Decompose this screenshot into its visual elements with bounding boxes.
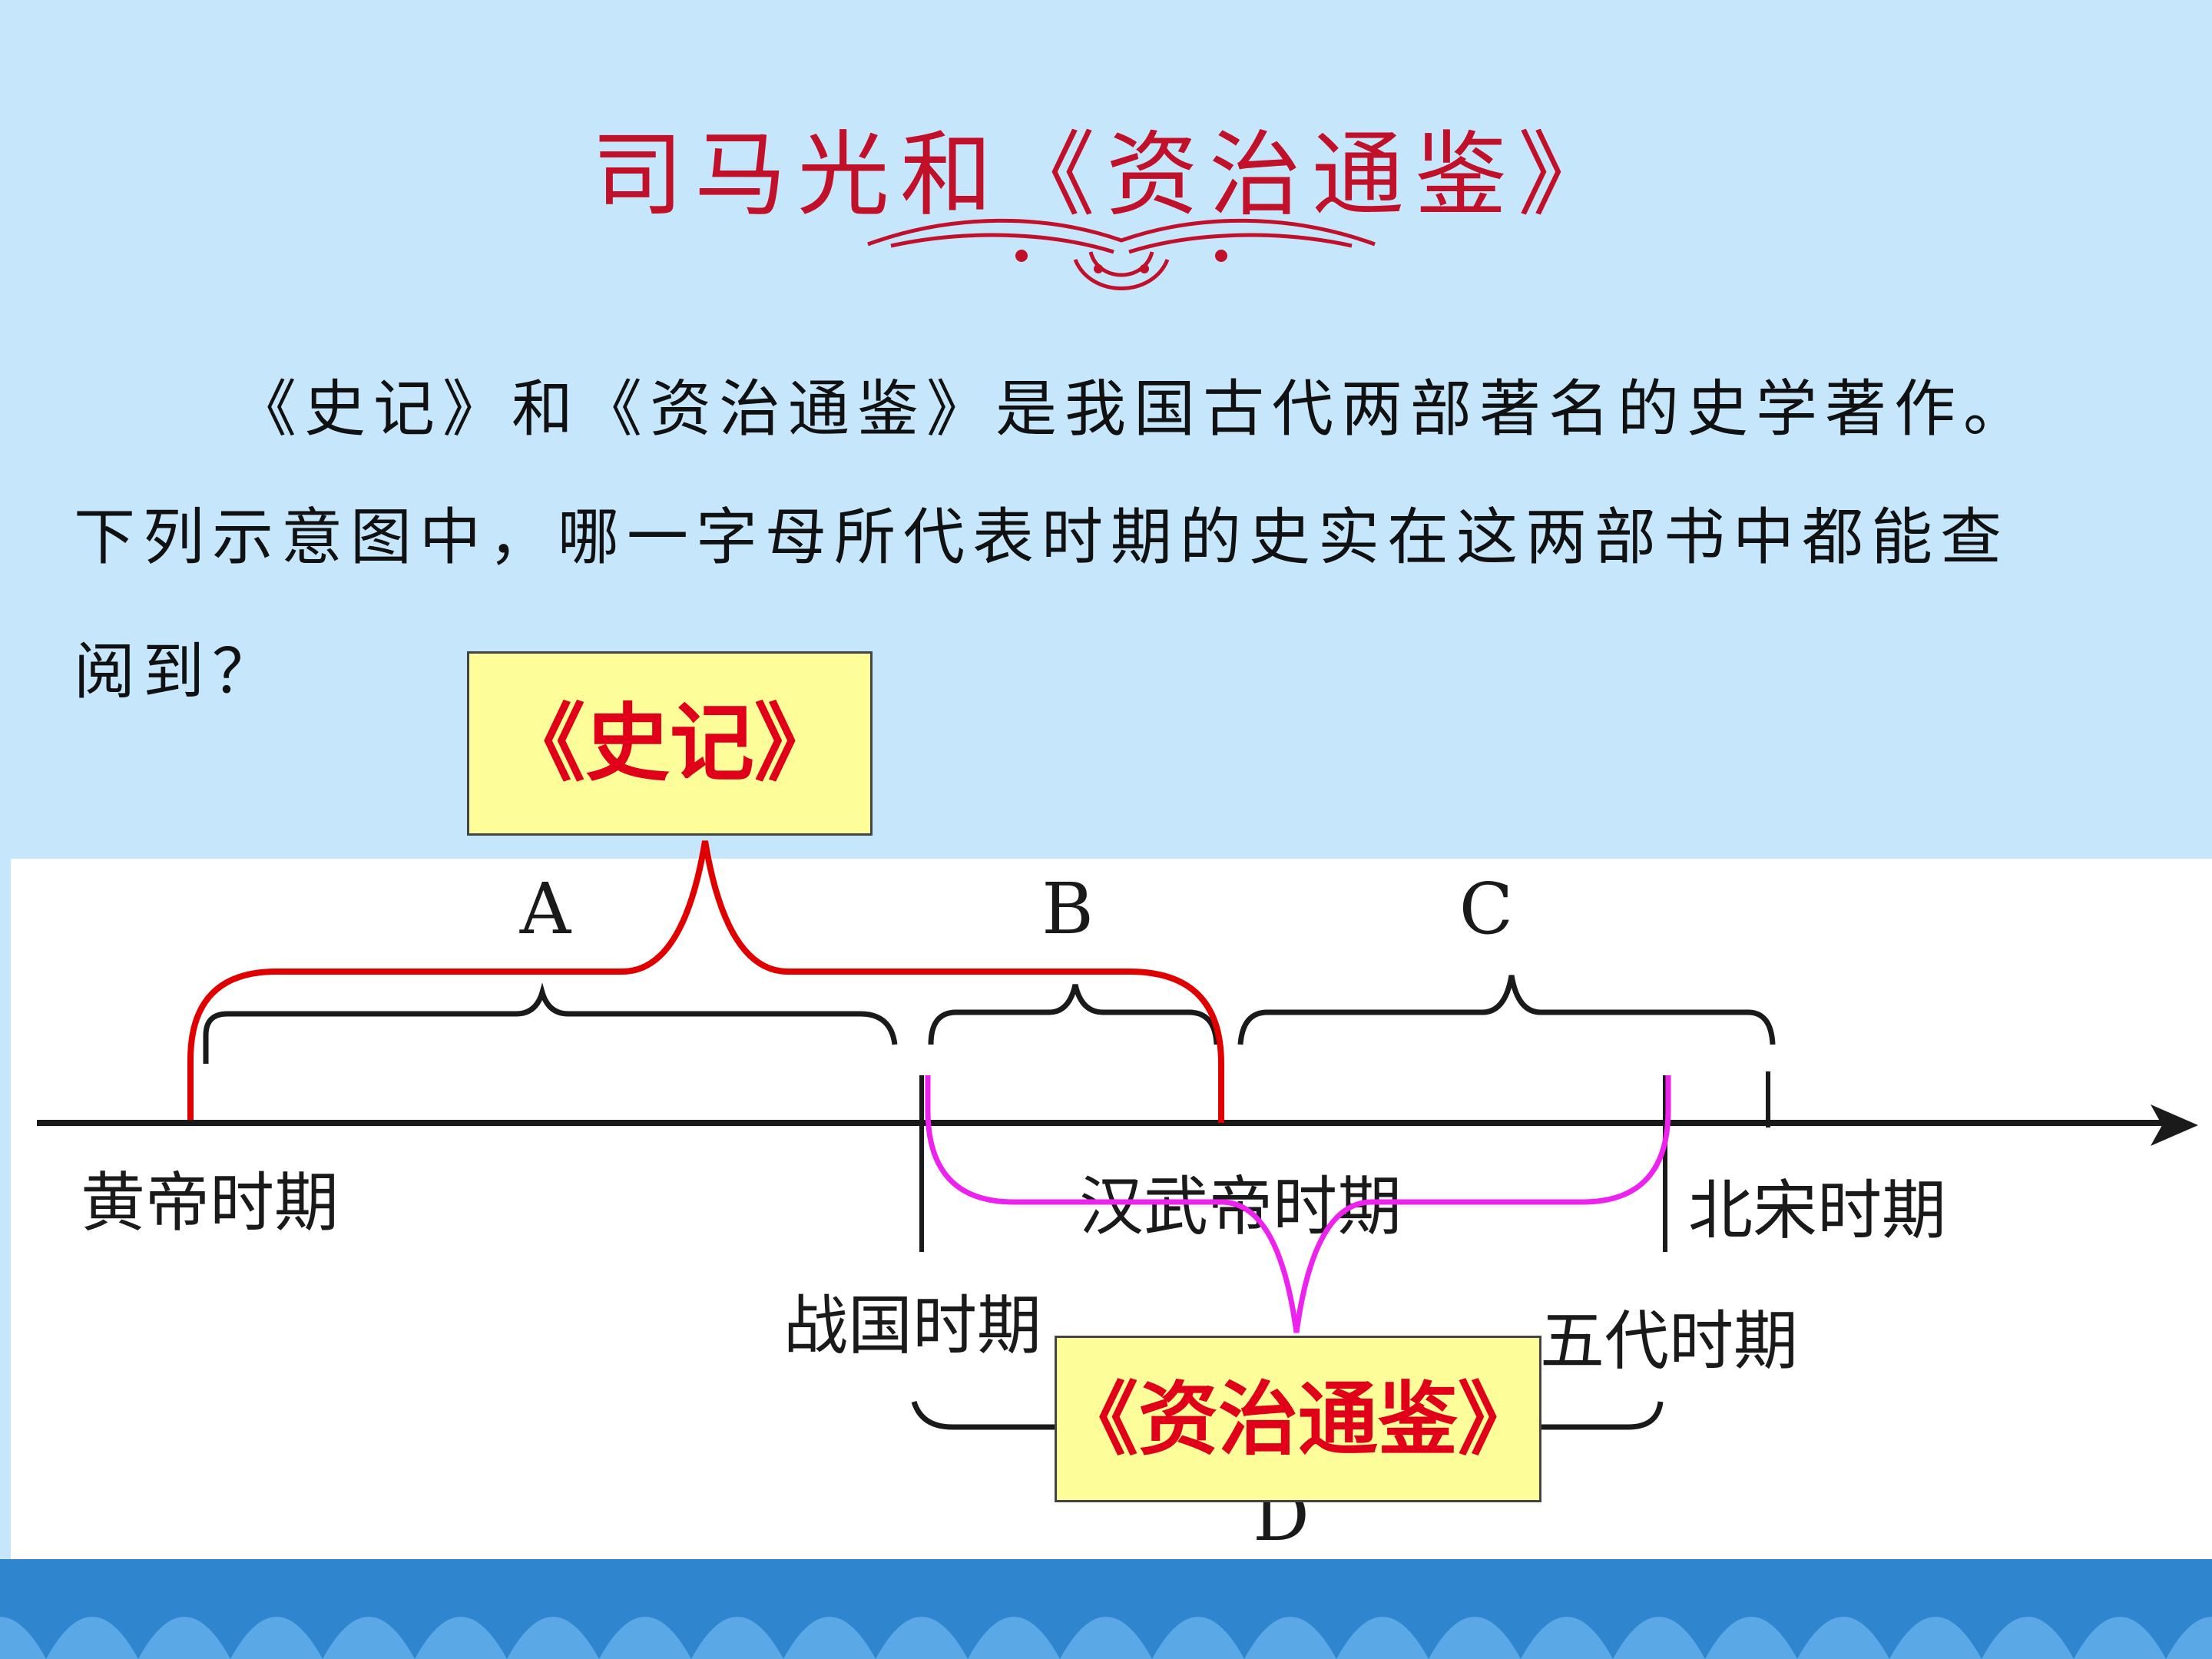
- wave-tile: [1060, 1617, 1152, 1659]
- wave-tile: [0, 1617, 46, 1659]
- wave-tile: [2074, 1617, 2166, 1659]
- wave-tile: [691, 1617, 783, 1659]
- wave-tile: [968, 1617, 1060, 1659]
- brace-b: [928, 984, 1220, 1045]
- wave-tile: [1244, 1617, 1336, 1659]
- wave-tile: [1982, 1617, 2074, 1659]
- segment-label-a: A: [519, 868, 572, 950]
- question-line-2: 下列示意图中，哪一字母所代表时期的史实在这两部书中都能查: [74, 502, 2009, 573]
- title-flourish-ornament: [867, 218, 1376, 290]
- wave-tile: [138, 1617, 230, 1659]
- wave-tile: [599, 1617, 691, 1659]
- wave-tile: [415, 1617, 507, 1659]
- wave-tile: [1429, 1617, 1521, 1659]
- slide-title: 司马光和《资治通鉴》: [591, 122, 1621, 229]
- period-label-beisong: 北宋时期: [1688, 1173, 1946, 1248]
- shiji-label-box: 《史记》: [467, 651, 873, 836]
- wave-tile: [323, 1617, 415, 1659]
- period-label-zhanguo: 战国时期: [783, 1288, 1041, 1363]
- wave-border-decoration: [0, 1559, 2212, 1659]
- wave-tile: [2166, 1617, 2212, 1659]
- wave-tile: [46, 1617, 138, 1659]
- wave-tile: [783, 1617, 876, 1659]
- wave-tile: [1889, 1617, 1982, 1659]
- wave-tile: [1705, 1617, 1797, 1659]
- wave-tile: [1521, 1617, 1613, 1659]
- zizhi-coverage-bracket: [925, 1075, 1671, 1333]
- question-line-1: 《史记》和《资治通鉴》是我国古代两部著名的史学著作。: [235, 373, 2032, 445]
- brace-c: [1237, 975, 1776, 1045]
- brace-a: [203, 982, 898, 1064]
- wave-tile: [230, 1617, 323, 1659]
- wave-tile: [1797, 1617, 1889, 1659]
- wave-tile: [1152, 1617, 1244, 1659]
- wave-tile: [1336, 1617, 1429, 1659]
- question-line-3: 阅到？: [74, 636, 281, 707]
- wave-tile: [1613, 1617, 1705, 1659]
- segment-label-b: B: [1041, 868, 1094, 950]
- shiji-coverage-bracket: [187, 840, 1224, 1123]
- wave-tile: [876, 1617, 968, 1659]
- period-label-huangdi: 黄帝时期: [81, 1165, 339, 1240]
- period-label-wudai: 五代时期: [1540, 1303, 1798, 1379]
- zizhi-label-box: 《资治通鉴》: [1055, 1336, 1541, 1502]
- axis-arrow-icon: [2151, 1104, 2198, 1146]
- wave-tile: [507, 1617, 599, 1659]
- segment-label-c: C: [1459, 868, 1513, 950]
